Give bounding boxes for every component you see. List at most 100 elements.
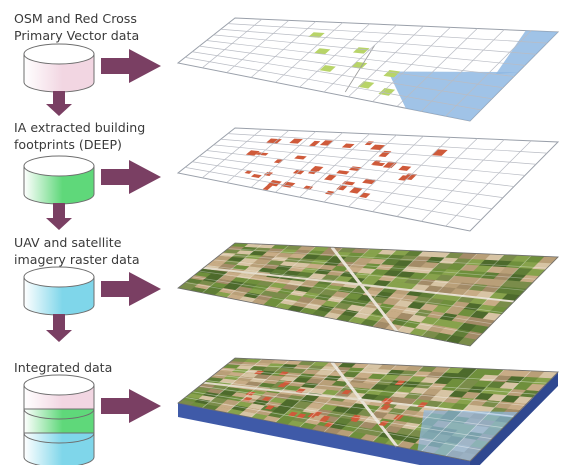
imagery-tile xyxy=(244,243,263,248)
imagery-tile xyxy=(181,281,200,288)
road-line xyxy=(344,44,376,93)
imagery-tile xyxy=(240,373,259,378)
imagery-tile xyxy=(452,373,473,380)
imagery-tile xyxy=(425,256,446,264)
database-icon-vector xyxy=(23,43,95,93)
imagery-tile xyxy=(198,395,216,402)
imagery-tile xyxy=(270,359,290,365)
imagery-tile xyxy=(367,258,387,265)
building-footprint xyxy=(264,405,275,410)
imagery-tile xyxy=(218,403,237,410)
imagery-tile xyxy=(448,275,469,283)
imagery-tile xyxy=(383,425,403,434)
imagery-tile xyxy=(422,388,442,396)
building-footprint xyxy=(393,414,404,421)
imagery-tile xyxy=(391,365,411,371)
imagery-tile xyxy=(261,276,280,283)
right-arrow-icon xyxy=(101,49,161,83)
imagery-tile xyxy=(431,366,451,373)
imagery-tile xyxy=(334,417,353,425)
imagery-tile xyxy=(186,278,204,284)
imagery-tile xyxy=(341,309,360,318)
base-slab-front xyxy=(178,403,470,465)
imagery-tile xyxy=(301,254,321,260)
imagery-tile xyxy=(279,261,298,267)
imagery-tile xyxy=(414,382,435,389)
imagery-tile xyxy=(253,374,272,380)
imagery-tile xyxy=(344,408,364,415)
imagery-tile xyxy=(332,291,351,299)
imagery-tile xyxy=(326,385,346,392)
imagery-tile xyxy=(326,410,346,418)
imagery-tile xyxy=(279,376,298,382)
building-footprint xyxy=(277,383,288,388)
imagery-tile xyxy=(390,433,410,442)
imagery-tile xyxy=(403,392,424,400)
imagery-tile xyxy=(411,284,431,292)
imagery-tile xyxy=(452,258,473,265)
grid-line xyxy=(220,253,537,280)
imagery-tile xyxy=(365,388,385,396)
imagery-tile xyxy=(341,372,361,378)
imagery-tile xyxy=(202,404,220,411)
imagery-tile xyxy=(427,268,448,275)
imagery-tile xyxy=(409,387,429,395)
imagery-tile xyxy=(261,391,280,398)
grid-line xyxy=(227,248,548,269)
imagery-tile xyxy=(372,369,392,375)
building-footprint xyxy=(295,388,306,393)
label-integrated-data: Integrated data xyxy=(14,359,112,376)
building-footprint xyxy=(255,152,269,156)
database-top xyxy=(23,266,95,288)
vector-feature xyxy=(319,65,336,72)
imagery-tile xyxy=(407,416,427,425)
imagery-tile xyxy=(334,275,354,283)
imagery-tile xyxy=(444,252,465,259)
road-line xyxy=(203,381,515,418)
imagery-tile xyxy=(238,411,257,418)
grid-line xyxy=(348,365,424,438)
down-arrow-icon xyxy=(46,203,72,230)
imagery-tile xyxy=(435,389,455,397)
imagery-tile xyxy=(313,268,333,275)
imagery-tile xyxy=(206,400,224,407)
imagery-tile xyxy=(262,366,281,372)
imagery-tile xyxy=(459,264,480,272)
imagery-tile xyxy=(398,282,418,290)
grid-line xyxy=(220,28,537,55)
imagery-tile xyxy=(219,378,238,384)
imagery-tile xyxy=(210,397,229,404)
imagery-tile xyxy=(433,262,454,270)
imagery-tile xyxy=(287,266,307,273)
imagery-tile xyxy=(194,283,212,290)
imagery-tile xyxy=(240,246,259,252)
imagery-tile xyxy=(240,361,259,367)
grid-line xyxy=(206,150,515,187)
water-area xyxy=(495,30,558,75)
building-footprint xyxy=(324,174,337,181)
imagery-tile xyxy=(284,372,303,378)
imagery-tile xyxy=(329,307,348,315)
database-ring xyxy=(23,408,95,420)
imagery-tile xyxy=(390,318,410,327)
imagery-tile xyxy=(248,275,267,281)
imagery-tile xyxy=(227,256,246,262)
imagery-tile xyxy=(346,419,366,427)
imagery-tile xyxy=(294,286,313,293)
imagery-tile xyxy=(186,393,204,399)
imagery-tile xyxy=(341,257,361,263)
imagery-tile xyxy=(310,374,329,380)
imagery-tile xyxy=(429,280,450,288)
imagery-tile xyxy=(297,296,316,304)
imagery-tile xyxy=(387,408,407,416)
imagery-tile xyxy=(284,245,303,250)
imagery-tile xyxy=(448,390,469,398)
imagery-tile xyxy=(424,400,444,408)
imagery-tile xyxy=(365,313,385,322)
imagery-tile xyxy=(357,383,377,390)
imagery-tile xyxy=(181,396,200,403)
imagery-tile xyxy=(293,249,312,255)
imagery-tile xyxy=(400,294,420,303)
